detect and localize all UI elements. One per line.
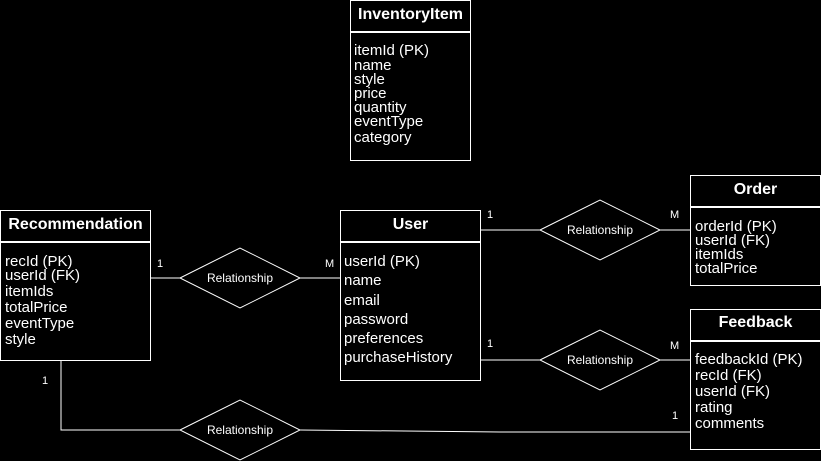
attribute: comments <box>695 415 764 432</box>
attribute: name <box>344 272 382 289</box>
attribute: quantity <box>354 99 407 116</box>
entity-title: Order <box>734 181 778 198</box>
entity-recommendation[interactable]: Recommendation recId (PK) userId (FK) it… <box>0 210 151 361</box>
attribute: userId (PK) <box>344 253 420 270</box>
attribute: preferences <box>344 330 423 347</box>
cardinality-label: 1 <box>487 338 493 350</box>
attribute: totalPrice <box>695 260 758 277</box>
attribute: orderId (PK) <box>695 218 777 235</box>
entity-title: User <box>393 216 429 233</box>
attribute: userId (FK) <box>5 267 80 284</box>
attribute: style <box>5 331 36 348</box>
entity-user[interactable]: User userId (PK) name email password pre… <box>340 210 481 381</box>
edge-rec-feedback-left <box>60 360 180 431</box>
attribute: itemIds <box>5 283 53 300</box>
cardinality-label: 1 <box>672 410 678 422</box>
relationship-label: Relationship <box>207 271 273 285</box>
attribute: eventType <box>354 113 423 130</box>
cardinality-label: 1 <box>157 258 163 270</box>
connectors <box>60 229 691 433</box>
attribute: recId (FK) <box>695 367 762 384</box>
relationship-label: Relationship <box>567 223 633 237</box>
attribute: password <box>344 311 408 328</box>
entity-title: Recommendation <box>8 216 142 233</box>
attribute: userId (FK) <box>695 383 770 400</box>
attribute: feedbackId (PK) <box>695 351 803 368</box>
attribute: name <box>354 57 392 74</box>
entity-feedback[interactable]: Feedback feedbackId (PK) recId (FK) user… <box>690 309 821 450</box>
relationship-label: Relationship <box>567 353 633 367</box>
entity-title: Feedback <box>719 314 793 331</box>
attribute: recId (PK) <box>5 253 73 270</box>
attribute: rating <box>695 399 733 416</box>
relationship-user-feedback[interactable]: Relationship <box>538 329 662 391</box>
attribute: eventType <box>5 315 74 332</box>
cardinality-label: M <box>670 340 679 352</box>
relationship-user-order[interactable]: Relationship <box>538 199 662 261</box>
cardinality-label: M <box>325 258 334 270</box>
attribute: itemIds <box>695 246 743 263</box>
cardinality-label: M <box>670 209 679 221</box>
cardinality-label: 1 <box>487 209 493 221</box>
attribute: category <box>354 129 412 146</box>
attribute: itemId (PK) <box>354 42 429 59</box>
attribute: style <box>354 71 385 88</box>
entity-title: InventoryItem <box>358 6 463 23</box>
entity-order[interactable]: Order orderId (PK) userId (FK) itemIds t… <box>690 175 821 286</box>
entity-inventory-item[interactable]: InventoryItem itemId (PK) name style pri… <box>350 0 471 161</box>
attribute: totalPrice <box>5 299 68 316</box>
relationship-recommendation-user[interactable]: Relationship <box>178 247 302 309</box>
attribute: purchaseHistory <box>344 349 453 366</box>
edge-rec-feedback-right <box>299 429 691 433</box>
cardinality-label: 1 <box>42 375 48 387</box>
relationship-label: Relationship <box>207 423 273 437</box>
attribute: email <box>344 292 380 309</box>
attribute: userId (FK) <box>695 232 770 249</box>
relationship-recommendation-feedback[interactable]: Relationship <box>178 399 302 461</box>
attribute: price <box>354 85 387 102</box>
